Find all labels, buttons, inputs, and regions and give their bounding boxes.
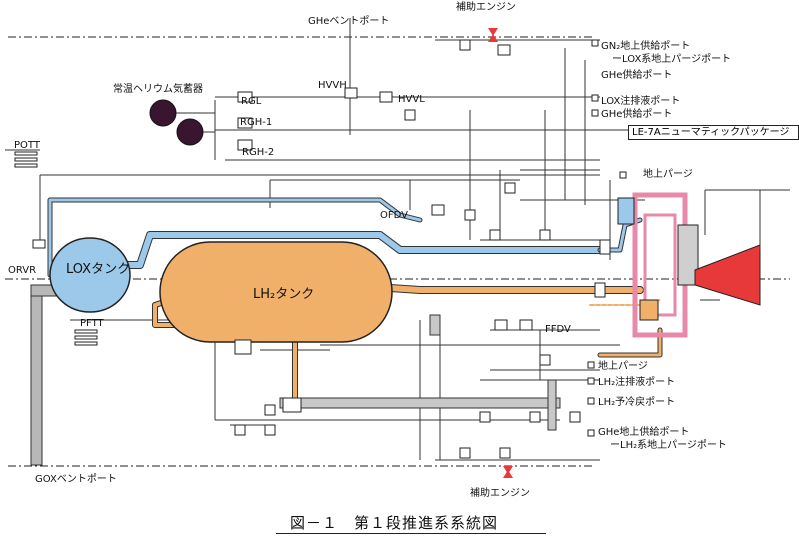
lox-tank-label: LOXタンク — [66, 262, 131, 277]
ground-purge-2-label: 地上パージ — [598, 361, 648, 372]
aux-engine-nozzles — [488, 28, 513, 478]
aux-engine-top-label: 補助エンジン — [456, 2, 516, 13]
lh2-fill-label: LH₂注排液ポート — [598, 377, 676, 388]
sensor-symbols — [14, 151, 98, 346]
rgh2-label: RGH-2 — [242, 147, 275, 158]
lh2-purge-label: ーLH₂系地上パージポート — [610, 440, 727, 451]
gn2-supply-label: GN₂地上供給ポート — [601, 41, 691, 52]
ghe-supply-1-label: GHe供給ポート — [601, 70, 673, 81]
ofdv-label: OFDV — [380, 210, 408, 221]
valve-symbols — [32, 39, 611, 459]
gox-vent-duct — [30, 284, 57, 466]
ghe-vent-port-label: GHeベントポート — [308, 16, 390, 27]
lox-fill-label: LOX注排液ポート — [601, 96, 681, 107]
pftt-label: PFTT — [80, 318, 104, 329]
le7a-engine — [617, 189, 790, 338]
lox-purge-label: ーLOX系地上パージポート — [612, 54, 732, 65]
caption-underline — [276, 533, 546, 534]
he-bottles-label: 常温ヘリウム気蓄器 — [113, 84, 203, 95]
pneumatic-lines — [5, 18, 645, 461]
gox-vent-label: GOXベントポート — [35, 474, 117, 485]
aux-engine-bottom-label: 補助エンジン — [470, 488, 530, 499]
helium-bottles — [149, 99, 216, 160]
ground-purge-1-label: 地上パージ — [643, 169, 693, 180]
hvvl-label: HVVL — [398, 94, 425, 105]
figure-caption: 図－１ 第１段推進系系統図 — [290, 514, 499, 532]
lox-tank — [49, 237, 131, 313]
stage-boundary — [5, 36, 790, 467]
lh2-precool-label: LH₂予冷戻ポート — [598, 397, 676, 408]
ffdv-label: FFDV — [545, 324, 571, 335]
ghe-supply-2-label: GHe供給ポート — [601, 109, 673, 120]
lh2-tank — [159, 241, 393, 343]
port-markers — [587, 39, 627, 437]
ghe-ground-supply-label: GHe地上供給ポート — [598, 427, 690, 438]
lh2-feed-line — [152, 284, 663, 403]
ground-lines — [279, 314, 561, 431]
lh2-tank-label: LH₂タンク — [253, 287, 315, 302]
pott-label: POTT — [14, 140, 40, 151]
orvr-label: ORVR — [8, 265, 37, 276]
rgh1-label: RGH-1 — [240, 117, 273, 128]
rgl-label: RGL — [241, 96, 262, 107]
hvvh-label: HVVH — [318, 80, 347, 91]
le7a-package-label: LE-7Aニューマティックパッケージ — [628, 125, 799, 140]
